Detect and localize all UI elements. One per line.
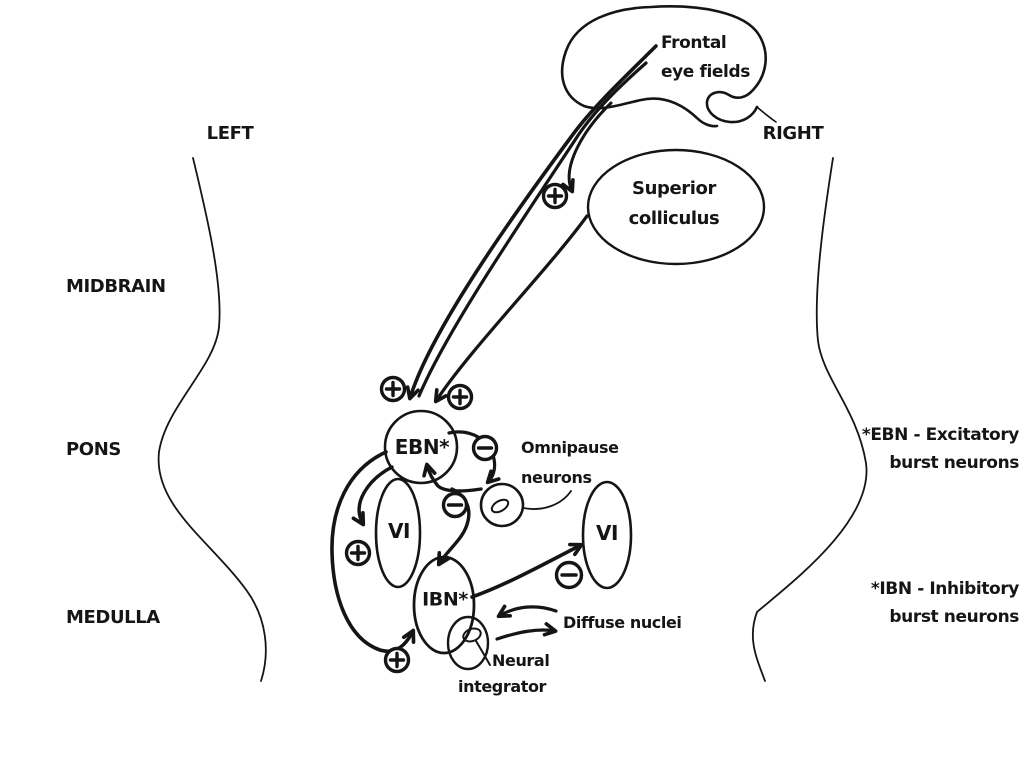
omnipause-line2: neurons: [521, 468, 592, 487]
diffuse-nuclei-label: Diffuse nuclei: [563, 613, 682, 632]
ebn-to-vi-left-arrow: [351, 465, 394, 527]
frontal-eye-fields-label: Frontal eye fields: [661, 29, 750, 87]
ebn-label: EBN*: [394, 435, 450, 459]
body-outline-left: [157, 157, 267, 682]
frontal-eye-fields-line2: eye fields: [661, 62, 750, 82]
region-label-midbrain: MIDBRAIN: [66, 276, 166, 297]
superior-colliculus-line1: Superior: [632, 178, 716, 199]
minus-icon: [441, 434, 584, 590]
neural-integrator-label-pointer: [475, 640, 491, 666]
vi-right-ellipse: [581, 480, 633, 590]
vi-right-label: VI: [595, 521, 619, 545]
legend-ibn-line1: *IBN - Inhibitory: [870, 579, 1020, 599]
neural-integrator-line2: integrator: [458, 677, 547, 696]
body-outline-right: [751, 157, 868, 682]
neural-integrator-line1: Neural: [492, 651, 550, 670]
legend-ibn: *IBN - Inhibitory burst neurons: [870, 575, 1020, 631]
sc-to-ebn-arrow: [433, 214, 589, 404]
superior-colliculus-label: Superior colliculus: [629, 174, 720, 234]
omnipause-to-ebn-arrow: [422, 462, 483, 493]
omnipause-line1: Omnipause: [521, 438, 619, 457]
fef-to-ebn-pathway-line: [417, 61, 648, 398]
omnipause-label-pointer: [522, 490, 572, 510]
frontal-eye-fields-blob: [560, 5, 777, 128]
diffuse-to-ibn-arrow: [496, 604, 558, 619]
legend-ibn-line2: burst neurons: [889, 607, 1019, 627]
ebn-to-omnipause-arrow: [447, 430, 501, 485]
fef-to-sc-arrow: [561, 101, 613, 194]
superior-colliculus-line2: colliculus: [628, 208, 720, 229]
legend-ebn: *EBN - Excitatory burst neurons: [861, 421, 1020, 477]
omnipause-label: Omnipause neurons: [521, 433, 619, 493]
legend-ebn-line2: burst neurons: [889, 453, 1019, 473]
ibn-to-vi-right-arrow: [470, 542, 584, 599]
omnipause-circle: [479, 482, 525, 528]
ebn-circle: [383, 409, 459, 485]
vi-left-ellipse: [374, 477, 422, 589]
region-label-pons: PONS: [66, 439, 121, 460]
frontal-eye-fields-line1: Frontal: [661, 33, 727, 53]
plus-icon: [344, 182, 569, 674]
ibn-label: IBN*: [422, 588, 468, 611]
neural-integrator-ellipse: [446, 615, 490, 671]
ibn-to-diffuse-arrow: [495, 622, 558, 641]
fef-to-ebn-pathway-arrow: [405, 44, 658, 401]
side-label-right: RIGHT: [762, 123, 824, 144]
vi-left-label: VI: [387, 519, 411, 543]
region-label-medulla: MEDULLA: [66, 607, 160, 628]
legend-ebn-line1: *EBN - Excitatory: [861, 425, 1020, 445]
superior-colliculus-ellipse: [586, 148, 766, 266]
side-label-left: LEFT: [206, 123, 254, 144]
